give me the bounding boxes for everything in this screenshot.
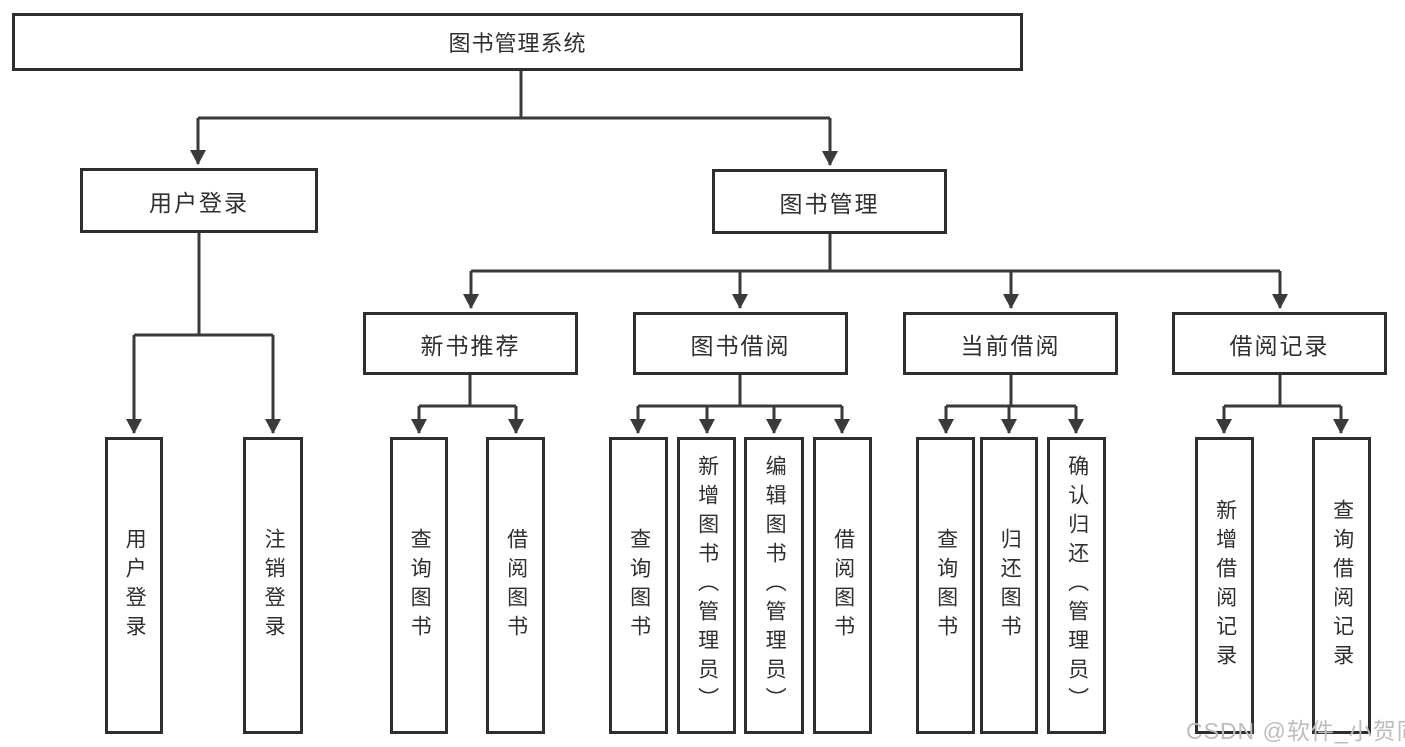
leaf-query-books-borrowing: 查询图书: [609, 437, 668, 734]
leaf-borrow-books-borrowing: 借阅图书: [813, 437, 872, 734]
node-borrowing-records: 借阅记录: [1172, 312, 1387, 375]
leaf-confirm-return-admin: 确认归还（管理员）: [1047, 437, 1106, 734]
connector-book-borrowing: [638, 375, 842, 408]
connector-borrowing-records: [1224, 375, 1341, 408]
leaf-query-books-recommend: 查询图书: [390, 437, 448, 734]
leaf-edit-book-admin: 编辑图书（管理员）: [744, 437, 804, 734]
leaf-add-book-admin: 新增图书（管理员）: [677, 437, 736, 734]
leaf-user-login: 用户登录: [105, 437, 163, 734]
leaf-return-books: 归还图书: [980, 437, 1038, 734]
node-book-management: 图书管理: [712, 169, 947, 234]
node-library-management-system: 图书管理系统: [12, 13, 1023, 71]
connector-root: [198, 71, 830, 120]
leaf-query-books-current: 查询图书: [916, 437, 975, 734]
leaf-borrow-books-recommend: 借阅图书: [486, 437, 545, 734]
leaf-add-borrow-record: 新增借阅记录: [1195, 437, 1254, 734]
node-user-login-branch: 用户登录: [80, 168, 318, 233]
connector-new-book: [419, 375, 516, 408]
connector-user-login: [134, 233, 273, 337]
leaf-logout: 注销登录: [243, 437, 303, 734]
node-book-borrowing: 图书借阅: [633, 312, 848, 375]
node-current-borrowing: 当前借阅: [903, 312, 1118, 375]
node-new-book-recommend: 新书推荐: [363, 312, 578, 375]
watermark: CSDN @软件_小贺同学: [1186, 718, 1405, 744]
connector-book-management: [471, 234, 1280, 273]
leaf-query-borrow-record: 查询借阅记录: [1312, 437, 1371, 734]
connector-current-borrowing: [946, 375, 1076, 408]
